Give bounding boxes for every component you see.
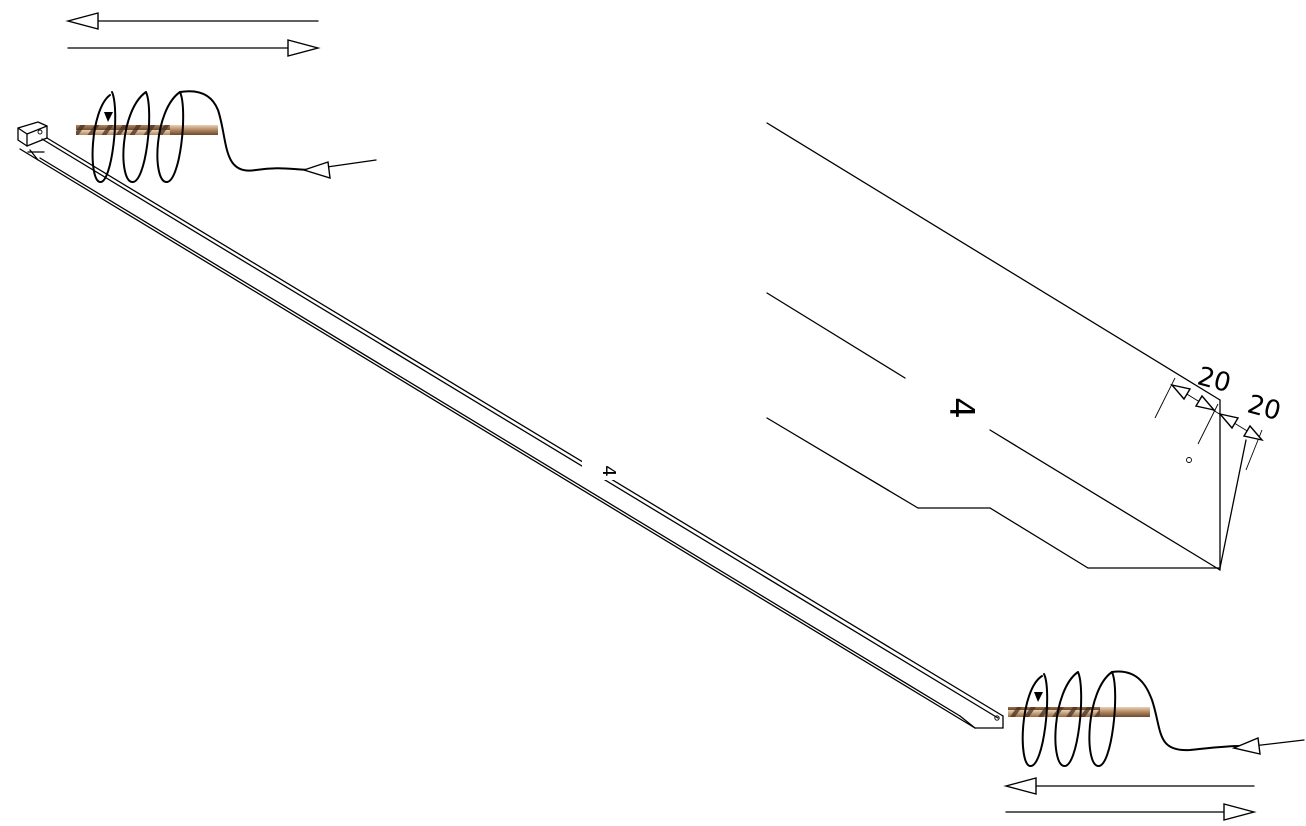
detail-view: 4 20 20 xyxy=(766,122,1284,571)
dimension-label-2: 20 xyxy=(1244,390,1284,428)
rail-profile: 4 xyxy=(17,121,1004,729)
drill-operation-left xyxy=(76,90,377,183)
detail-part-number: 4 xyxy=(941,397,981,419)
drill-bit xyxy=(76,125,218,135)
drill-bit xyxy=(1008,707,1150,717)
dimension-lines: 20 20 xyxy=(1154,362,1284,471)
dimension-label-1: 20 xyxy=(1194,362,1234,400)
bottom-motion-arrows xyxy=(1003,777,1257,821)
top-motion-arrows xyxy=(65,12,321,57)
rail-part-number: 4 xyxy=(598,465,619,476)
drill-operation-right xyxy=(1008,670,1305,767)
